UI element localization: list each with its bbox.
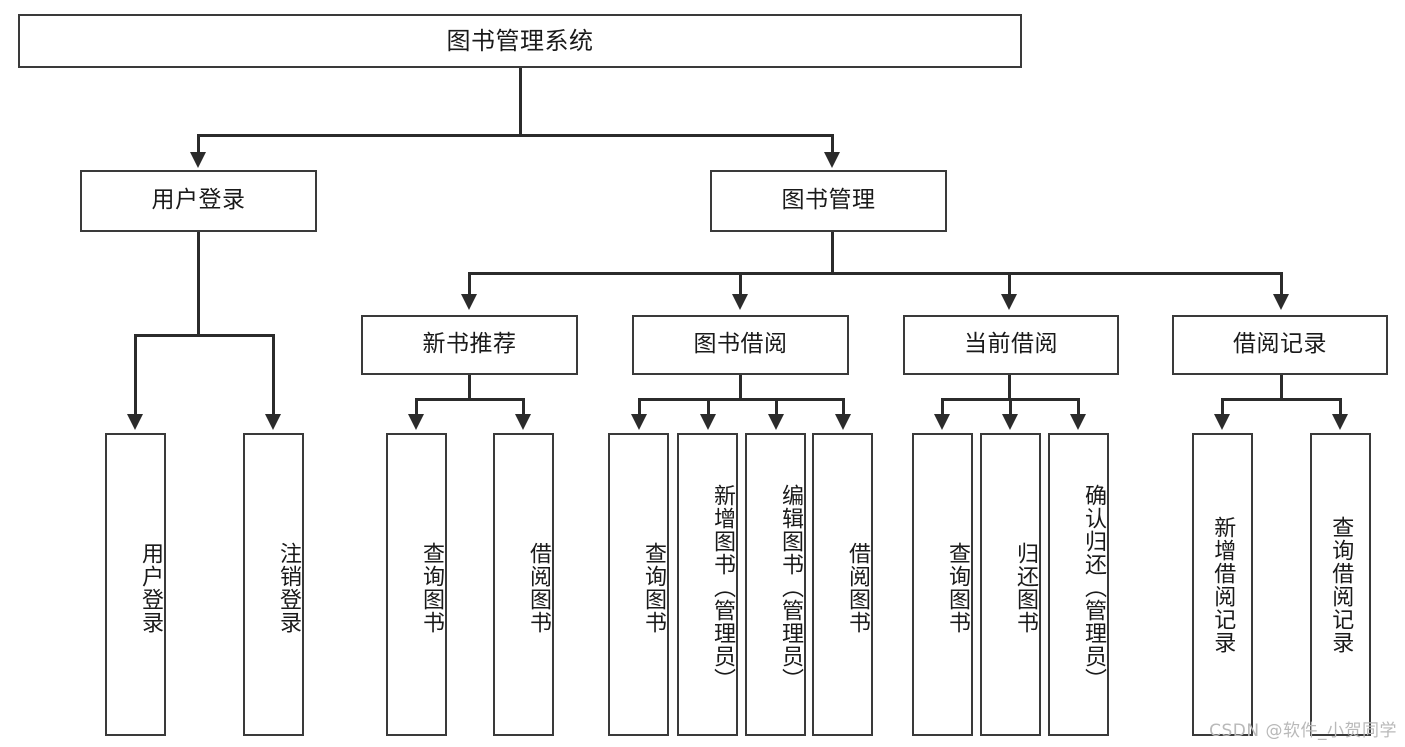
arrow-to-leaf-logout	[265, 414, 281, 430]
csdn-watermark: CSDN @软件_小贺同学	[1209, 721, 1397, 741]
arrow-to-leaf-br-add	[1214, 414, 1230, 430]
connector-to-new-book	[468, 272, 471, 296]
leaf-nb-borrow-book[interactable]: 借阅图书	[493, 433, 554, 736]
connector-cb-child3	[1077, 398, 1080, 416]
arrow-to-book-mgmt	[824, 152, 840, 168]
node-new-book-recommend[interactable]: 新书推荐	[361, 315, 578, 375]
connector-user-login-stem	[197, 232, 200, 336]
connector-book-borrow-bar	[638, 398, 844, 401]
arrow-to-leaf-bb-add	[700, 414, 716, 430]
leaf-cb-query-book[interactable]: 查询图书	[912, 433, 973, 736]
connector-user-login-bar	[134, 334, 275, 337]
arrow-to-leaf-nb-query	[408, 414, 424, 430]
connector-root-stem	[519, 68, 522, 134]
connector-new-book-child1	[415, 398, 418, 416]
leaf-bb-edit-book[interactable]: 编辑图书（管理员）	[745, 433, 806, 736]
leaf-nb-query-book[interactable]: 查询图书	[386, 433, 447, 736]
connector-to-book-borrow	[739, 272, 742, 296]
node-book-management[interactable]: 图书管理	[710, 170, 947, 232]
connector-book-borrow-stem	[739, 375, 742, 399]
connector-user-login-child2	[272, 334, 275, 416]
arrow-to-leaf-nb-borrow	[515, 414, 531, 430]
connector-new-book-bar	[415, 398, 525, 401]
connector-bb-child3	[775, 398, 778, 416]
connector-new-book-child2	[522, 398, 525, 416]
connector-borrow-record-bar	[1221, 398, 1341, 401]
arrow-to-leaf-cb-confirm	[1070, 414, 1086, 430]
arrow-to-leaf-br-query	[1332, 414, 1348, 430]
arrow-to-user-login	[190, 152, 206, 168]
connector-br-child2	[1339, 398, 1342, 416]
node-book-borrow[interactable]: 图书借阅	[632, 315, 849, 375]
leaf-bb-add-book[interactable]: 新增图书（管理员）	[677, 433, 738, 736]
connector-book-mgmt-stem	[831, 232, 834, 274]
node-user-login[interactable]: 用户登录	[80, 170, 317, 232]
leaf-br-query-record[interactable]: 查询借阅记录	[1310, 433, 1371, 736]
arrow-to-borrow-record	[1273, 294, 1289, 310]
connector-cb-child2	[1009, 398, 1012, 416]
arrow-to-leaf-bb-borrow	[835, 414, 851, 430]
connector-bb-child2	[707, 398, 710, 416]
arrow-to-leaf-cb-return	[1002, 414, 1018, 430]
connector-cb-child1	[941, 398, 944, 416]
leaf-cb-return-book[interactable]: 归还图书	[980, 433, 1041, 736]
connector-root-to-book-mgmt	[831, 134, 834, 154]
connector-new-book-stem	[468, 375, 471, 399]
arrow-to-current-borrow	[1001, 294, 1017, 310]
node-root-system[interactable]: 图书管理系统	[18, 14, 1022, 68]
connector-book-mgmt-bar	[468, 272, 1283, 275]
connector-br-child1	[1221, 398, 1224, 416]
node-current-borrow[interactable]: 当前借阅	[903, 315, 1119, 375]
connector-bb-child1	[638, 398, 641, 416]
leaf-bb-borrow-book[interactable]: 借阅图书	[812, 433, 873, 736]
connector-borrow-record-stem	[1280, 375, 1283, 399]
connector-root-bar	[197, 134, 834, 137]
leaf-user-login[interactable]: 用户登录	[105, 433, 166, 736]
arrow-to-leaf-bb-query	[631, 414, 647, 430]
leaf-logout[interactable]: 注销登录	[243, 433, 304, 736]
arrow-to-leaf-bb-edit	[768, 414, 784, 430]
leaf-bb-query-book[interactable]: 查询图书	[608, 433, 669, 736]
arrow-to-book-borrow	[732, 294, 748, 310]
arrow-to-leaf-user-login	[127, 414, 143, 430]
connector-bb-child4	[842, 398, 845, 416]
arrow-to-new-book	[461, 294, 477, 310]
connector-to-current-borrow	[1008, 272, 1011, 296]
connector-root-to-user-login	[197, 134, 200, 154]
connector-to-borrow-record	[1280, 272, 1283, 296]
arrow-to-leaf-cb-query	[934, 414, 950, 430]
leaf-cb-confirm-return[interactable]: 确认归还（管理员）	[1048, 433, 1109, 736]
node-borrow-record[interactable]: 借阅记录	[1172, 315, 1388, 375]
connector-current-borrow-stem	[1008, 375, 1011, 399]
leaf-br-add-record[interactable]: 新增借阅记录	[1192, 433, 1253, 736]
connector-user-login-child1	[134, 334, 137, 416]
